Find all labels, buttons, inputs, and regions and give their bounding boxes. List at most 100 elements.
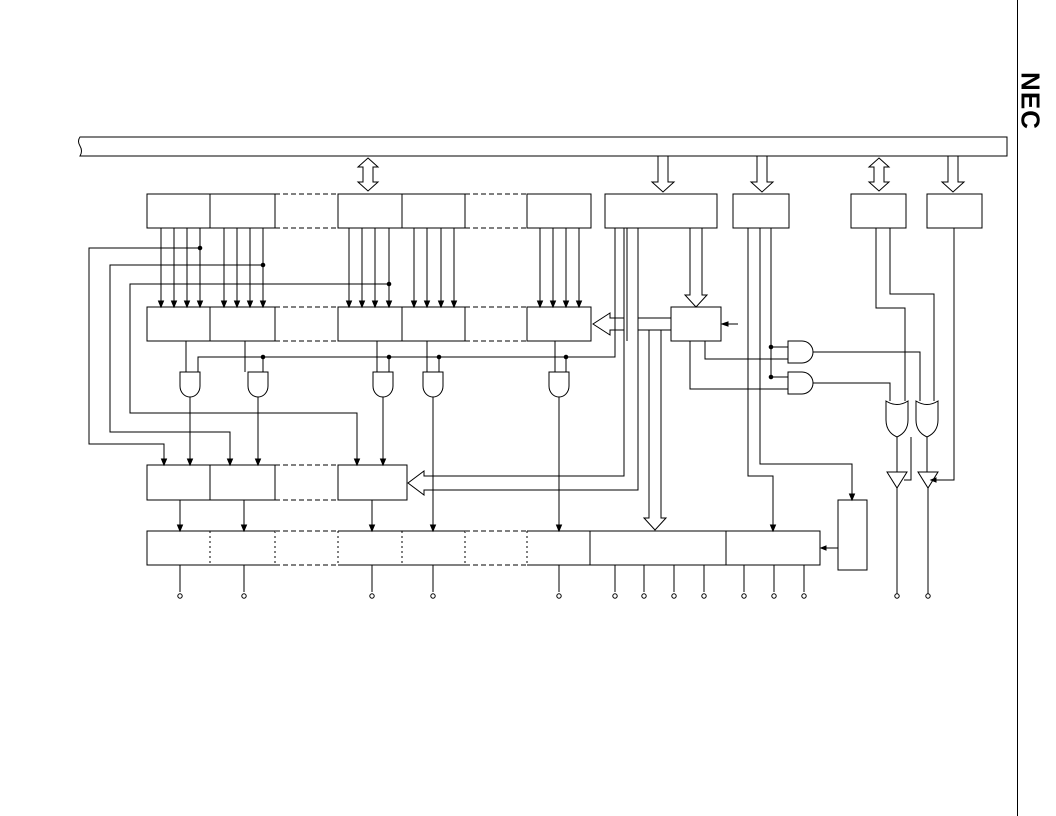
register-r1-0 bbox=[146, 193, 211, 229]
down-arrow-mid bbox=[650, 155, 676, 193]
register-r3-1 bbox=[209, 464, 276, 501]
arrowhead bbox=[226, 458, 234, 467]
register-r3-0 bbox=[146, 464, 211, 501]
bit-lines-row1 bbox=[157, 228, 583, 309]
arrowhead bbox=[345, 300, 353, 309]
output-pin bbox=[369, 593, 375, 599]
hollow-arrow-to-latch bbox=[642, 329, 668, 531]
down-arrow-right-a bbox=[749, 155, 775, 193]
register-r1-8 bbox=[926, 193, 983, 229]
arrowhead bbox=[555, 524, 563, 533]
output-pin bbox=[741, 593, 747, 599]
output-pin bbox=[241, 593, 247, 599]
arrowhead bbox=[562, 300, 570, 309]
register-r1-1 bbox=[209, 193, 276, 229]
wire bbox=[935, 228, 955, 481]
output-pin bbox=[177, 593, 183, 599]
right-logic bbox=[689, 228, 955, 596]
and-gate bbox=[372, 371, 394, 398]
wire bbox=[875, 228, 906, 401]
arrowhead bbox=[160, 458, 168, 467]
and-gate bbox=[548, 371, 570, 398]
arrowhead bbox=[429, 524, 437, 533]
arrowhead bbox=[246, 300, 254, 309]
latch-outline bbox=[146, 530, 821, 566]
arrowhead bbox=[549, 300, 557, 309]
output-pin bbox=[894, 593, 900, 599]
arrowhead bbox=[536, 300, 544, 309]
wire bbox=[770, 347, 788, 378]
output-pin bbox=[671, 593, 677, 599]
register-r1-5 bbox=[604, 193, 718, 229]
register-r1-6 bbox=[732, 193, 790, 229]
arrowhead bbox=[254, 458, 262, 467]
junction-dot bbox=[260, 354, 266, 360]
arrowhead bbox=[353, 458, 361, 467]
wire bbox=[770, 228, 788, 348]
arrowhead bbox=[186, 458, 194, 467]
register-r2-3 bbox=[401, 306, 466, 342]
junction-dot bbox=[768, 344, 774, 350]
arrowhead bbox=[929, 477, 937, 483]
junction-dot bbox=[260, 262, 266, 268]
output-pin bbox=[771, 593, 777, 599]
or-gate-b bbox=[915, 400, 939, 438]
output-latch bbox=[146, 499, 868, 571]
arrowhead bbox=[848, 493, 856, 502]
wire bbox=[904, 437, 912, 481]
wire bbox=[813, 382, 891, 401]
dots bbox=[197, 245, 774, 380]
or-gate-a bbox=[885, 400, 909, 438]
hollow-arrows bbox=[407, 227, 709, 531]
wire bbox=[109, 264, 263, 459]
arrowhead bbox=[220, 300, 228, 309]
nec-logo: NEC bbox=[1015, 72, 1046, 130]
arrowhead bbox=[371, 300, 379, 309]
output-pin bbox=[925, 593, 931, 599]
down-arrow-right-b bbox=[940, 155, 966, 193]
wire bbox=[129, 283, 389, 459]
register-r1-7 bbox=[850, 193, 907, 229]
register-r1-3 bbox=[401, 193, 466, 229]
wires bbox=[88, 228, 856, 533]
and-gates-row bbox=[179, 341, 570, 398]
control-block bbox=[670, 306, 722, 342]
hollow-arrow-to-control bbox=[683, 227, 709, 308]
output-pin bbox=[801, 593, 807, 599]
arrowhead bbox=[240, 524, 248, 533]
arrowhead bbox=[575, 300, 583, 309]
arrowhead bbox=[720, 321, 729, 327]
bidir-arrow-left bbox=[356, 157, 380, 192]
and-gate-right-a bbox=[787, 340, 814, 364]
and-gate-right-b bbox=[787, 371, 814, 395]
arrowhead bbox=[259, 300, 267, 309]
arrowhead bbox=[437, 300, 445, 309]
arrowhead bbox=[423, 300, 431, 309]
arrowhead bbox=[233, 300, 241, 309]
register-r2-4 bbox=[526, 306, 592, 342]
wire bbox=[689, 341, 788, 390]
row3-registers bbox=[146, 464, 408, 501]
junction-dot bbox=[768, 374, 774, 380]
wire bbox=[88, 247, 200, 459]
output-pin bbox=[430, 593, 436, 599]
side-block bbox=[837, 499, 868, 571]
and-gate bbox=[422, 371, 444, 398]
junction-dot bbox=[563, 354, 569, 360]
junction-dot bbox=[436, 354, 442, 360]
register-r1-4 bbox=[526, 193, 592, 229]
wire bbox=[813, 351, 921, 401]
wire bbox=[747, 228, 774, 525]
arrowhead bbox=[157, 300, 165, 309]
wire bbox=[759, 228, 853, 494]
junction-dot bbox=[197, 245, 203, 251]
bus-arrows bbox=[356, 155, 966, 193]
junction-dot bbox=[386, 354, 392, 360]
arrowhead bbox=[196, 300, 204, 309]
wire bbox=[704, 341, 788, 360]
register-r2-2 bbox=[337, 306, 403, 342]
arrowhead bbox=[183, 300, 191, 309]
output-pin bbox=[701, 593, 707, 599]
arrowhead bbox=[368, 524, 376, 533]
block-diagram bbox=[78, 136, 1008, 599]
